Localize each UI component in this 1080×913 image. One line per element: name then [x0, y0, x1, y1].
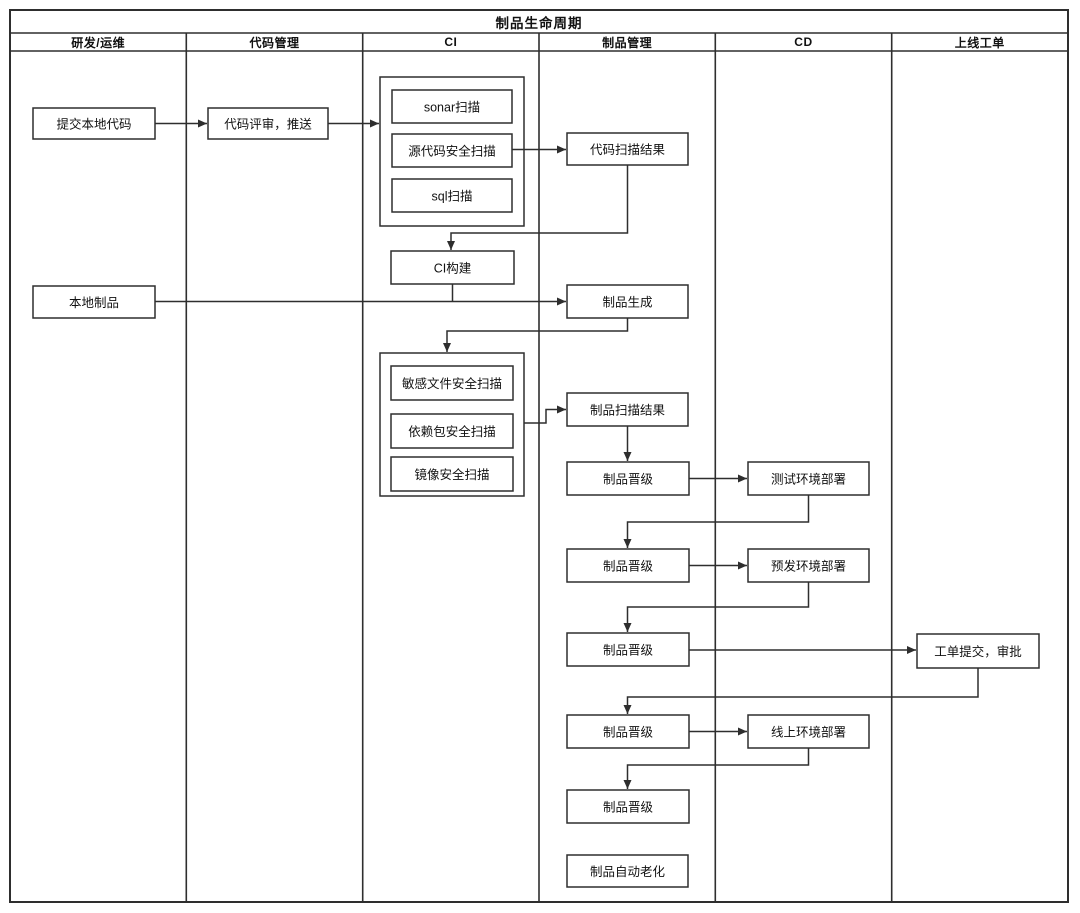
sql-scan[interactable]: sql扫描 [391, 178, 513, 213]
test-deploy-to-promote2-connector [623, 495, 810, 548]
artifact-auto-aging-label: 制品自动老化 [590, 865, 666, 879]
sonar-scan-label: sonar扫描 [424, 101, 480, 115]
ci-build-label: CI构建 [434, 261, 472, 276]
artifact-promote-1-label: 制品晋级 [603, 473, 654, 487]
artifact-promote-5-box[interactable] [566, 789, 690, 824]
sql-scan-box[interactable] [391, 178, 513, 213]
local-artifact-box[interactable] [32, 285, 156, 319]
submit-local-code[interactable]: 提交本地代码 [32, 107, 156, 140]
generate-to-artifact-scan-group-connector [443, 318, 629, 352]
artifact-promote-3-box[interactable] [566, 632, 690, 667]
artifact-generate-label: 制品生成 [602, 296, 652, 310]
artifact-generate-box[interactable] [566, 284, 689, 319]
sensitive-file-security-scan-box[interactable] [390, 365, 514, 401]
image-security-scan[interactable]: 镜像安全扫描 [390, 456, 514, 492]
source-code-security-scan-label: 源代码安全扫描 [408, 144, 496, 159]
artifact-auto-aging-box[interactable] [566, 854, 689, 888]
submit-local-code-label: 提交本地代码 [56, 117, 131, 132]
image-security-scan-label: 镜像安全扫描 [414, 467, 489, 482]
code-scan-result-label: 代码扫描结果 [590, 143, 666, 157]
artifact-generate[interactable]: 制品生成 [566, 284, 689, 319]
sensitive-file-security-scan-label: 敏感文件安全扫描 [402, 376, 502, 391]
artifact-scan-group-to-result-connector [524, 405, 566, 424]
sql-scan-label: sql扫描 [432, 190, 473, 204]
code-scan-result[interactable]: 代码扫描结果 [566, 132, 689, 166]
code-review-push-box[interactable] [207, 107, 329, 140]
ci-build-box[interactable] [390, 250, 515, 285]
artifact-promote-4-box[interactable] [566, 714, 690, 749]
code-review-push[interactable]: 代码评审，推送 [207, 107, 329, 140]
pre-env-deploy-box[interactable] [747, 548, 870, 583]
lane-header-code-mgmt: 代码管理 [249, 35, 300, 50]
ticket-to-promote4-connector [623, 668, 979, 714]
artifact-promote-3-label: 制品晋级 [603, 644, 654, 658]
artifact-promote-5[interactable]: 制品晋级 [566, 789, 690, 824]
test-env-deploy-box[interactable] [747, 461, 870, 496]
dependency-security-scan-label: 依赖包安全扫描 [408, 424, 496, 439]
ticket-submit-approve[interactable]: 工单提交，审批 [916, 633, 1040, 669]
code-result-to-ci-build-connector [447, 165, 629, 250]
artifact-promote-4-label: 制品晋级 [603, 726, 654, 740]
artifact-promote-3[interactable]: 制品晋级 [566, 632, 690, 667]
pre-env-deploy[interactable]: 预发环境部署 [747, 548, 870, 583]
dependency-security-scan-box[interactable] [390, 413, 514, 449]
artifact-promote-5-label: 制品晋级 [603, 801, 654, 815]
image-security-scan-box[interactable] [390, 456, 514, 492]
ticket-submit-approve-box[interactable] [916, 633, 1040, 669]
online-env-deploy-label: 线上环境部署 [771, 725, 846, 740]
artifact-promote-4[interactable]: 制品晋级 [566, 714, 690, 749]
local-artifact-label: 本地制品 [69, 296, 119, 310]
artifact-scan-result-box[interactable] [566, 392, 689, 427]
artifact-promote-2[interactable]: 制品晋级 [566, 548, 690, 583]
submit-local-code-box[interactable] [32, 107, 156, 140]
source-code-security-scan[interactable]: 源代码安全扫描 [391, 133, 513, 168]
online-env-deploy[interactable]: 线上环境部署 [747, 714, 870, 749]
test-env-deploy[interactable]: 测试环境部署 [747, 461, 870, 496]
artifact-scan-result[interactable]: 制品扫描结果 [566, 392, 689, 427]
lane-header-dev-ops: 研发/运维 [71, 35, 126, 50]
lane-header-artifact-mgmt: 制品管理 [602, 35, 653, 50]
online-deploy-to-promote5-connector [623, 748, 810, 789]
dependency-security-scan[interactable]: 依赖包安全扫描 [390, 413, 514, 449]
code-scan-result-box[interactable] [566, 132, 689, 166]
online-env-deploy-box[interactable] [747, 714, 870, 749]
lane-header-release-ticket: 上线工单 [954, 35, 1005, 50]
artifact-promote-1[interactable]: 制品晋级 [566, 461, 690, 496]
lane-header-ci: CI [444, 35, 458, 49]
source-code-security-scan-box[interactable] [391, 133, 513, 168]
code-review-push-label: 代码评审，推送 [224, 117, 312, 132]
lane-header-cd: CD [794, 35, 813, 49]
sensitive-file-security-scan[interactable]: 敏感文件安全扫描 [390, 365, 514, 401]
local-artifact[interactable]: 本地制品 [32, 285, 156, 319]
pre-deploy-to-promote3-connector [623, 582, 810, 632]
sonar-scan-box[interactable] [391, 89, 513, 124]
ci-build[interactable]: CI构建 [390, 250, 515, 285]
artifact-promote-2-box[interactable] [566, 548, 690, 583]
sonar-scan[interactable]: sonar扫描 [391, 89, 513, 124]
test-env-deploy-label: 测试环境部署 [771, 472, 846, 487]
lane-header-row: 研发/运维 代码管理 CI 制品管理 CD 上线工单 [10, 33, 1068, 51]
artifact-promote-1-box[interactable] [566, 461, 690, 496]
ticket-submit-approve-label: 工单提交，审批 [934, 644, 1022, 659]
pre-env-deploy-label: 预发环境部署 [771, 559, 846, 574]
diagram-title: 制品生命周期 [495, 15, 583, 31]
artifact-auto-aging[interactable]: 制品自动老化 [566, 854, 689, 888]
artifact-promote-2-label: 制品晋级 [603, 560, 654, 574]
artifact-scan-result-label: 制品扫描结果 [590, 404, 666, 418]
